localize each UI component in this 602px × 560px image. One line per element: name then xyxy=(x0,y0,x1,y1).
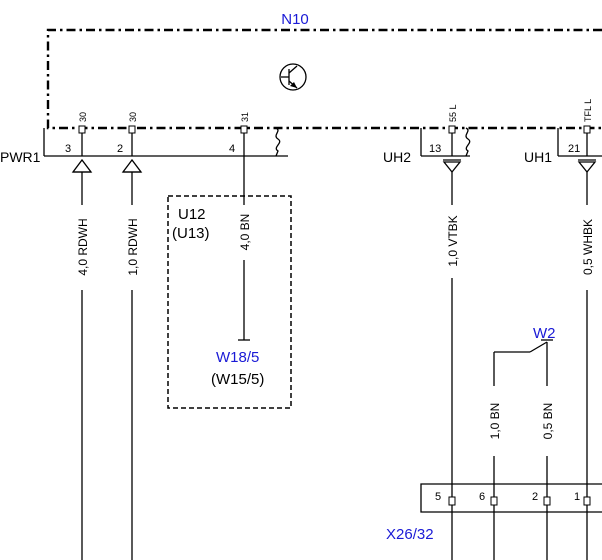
wire-label: 0,5 WHBK xyxy=(581,219,595,275)
wire-lines xyxy=(81,156,588,560)
connector-name: X26/32 xyxy=(386,526,434,543)
pin-label: 30 xyxy=(78,112,88,122)
ground-point-name: W18/5 xyxy=(216,349,259,366)
input-arrow-icon xyxy=(121,158,143,173)
connector-pin-number: 2 xyxy=(532,491,538,503)
connector-pin-number: 1 xyxy=(574,491,580,503)
wire-label: 4,0 BN xyxy=(238,214,252,251)
pin-stub-30b xyxy=(128,125,136,156)
pin-label: 31 xyxy=(240,112,250,122)
pin-label: TFL L xyxy=(583,99,593,122)
pin-number: 2 xyxy=(117,143,123,155)
pin-number: 21 xyxy=(568,143,580,155)
connector-housing-pwr1 xyxy=(43,127,288,157)
connector-group-uh1: UH1 xyxy=(524,149,552,165)
connector-housing-uh1 xyxy=(557,128,602,157)
module-name: N10 xyxy=(281,11,309,28)
wire-label: 1,0 RDWH xyxy=(126,218,140,275)
pin-label: 55 L xyxy=(448,104,458,122)
connector-group-pwr1: PWR1 xyxy=(0,149,41,165)
connector-housing-uh2 xyxy=(420,127,471,157)
pin-stub-tfl xyxy=(583,125,591,156)
connector-group-uh2: UH2 xyxy=(383,149,411,165)
option-box xyxy=(167,195,292,409)
pin-stub-30a xyxy=(78,125,86,156)
pin-number: 13 xyxy=(429,143,441,155)
wire-label: 1,0 VTBK xyxy=(446,215,460,266)
module-pin-stubs xyxy=(78,125,591,156)
module-n10-boundary xyxy=(46,28,602,130)
splice-name: W2 xyxy=(533,325,556,342)
wire-label: 4,0 RDWH xyxy=(76,218,90,275)
output-arrow-icon xyxy=(577,159,597,174)
output-arrow-icon xyxy=(442,159,462,174)
connector-pin-number: 5 xyxy=(435,491,441,503)
ground-point-alt: (W15/5) xyxy=(211,371,264,388)
transistor-icon xyxy=(279,63,307,91)
pin-stub-31 xyxy=(240,125,248,156)
connector-x26-32 xyxy=(420,483,602,513)
pin-label: 30 xyxy=(128,112,138,122)
pin-number: 4 xyxy=(229,143,235,155)
option-box-line1: U12 xyxy=(178,206,206,223)
input-arrow-icon xyxy=(71,158,93,173)
option-box-line2: (U13) xyxy=(172,225,210,242)
wire-label: 1,0 BN xyxy=(488,403,502,440)
pin-stub-55l xyxy=(448,125,456,156)
wire-label: 0,5 BN xyxy=(541,403,555,440)
pin-number: 3 xyxy=(65,143,71,155)
connector-pin-number: 6 xyxy=(479,491,485,503)
